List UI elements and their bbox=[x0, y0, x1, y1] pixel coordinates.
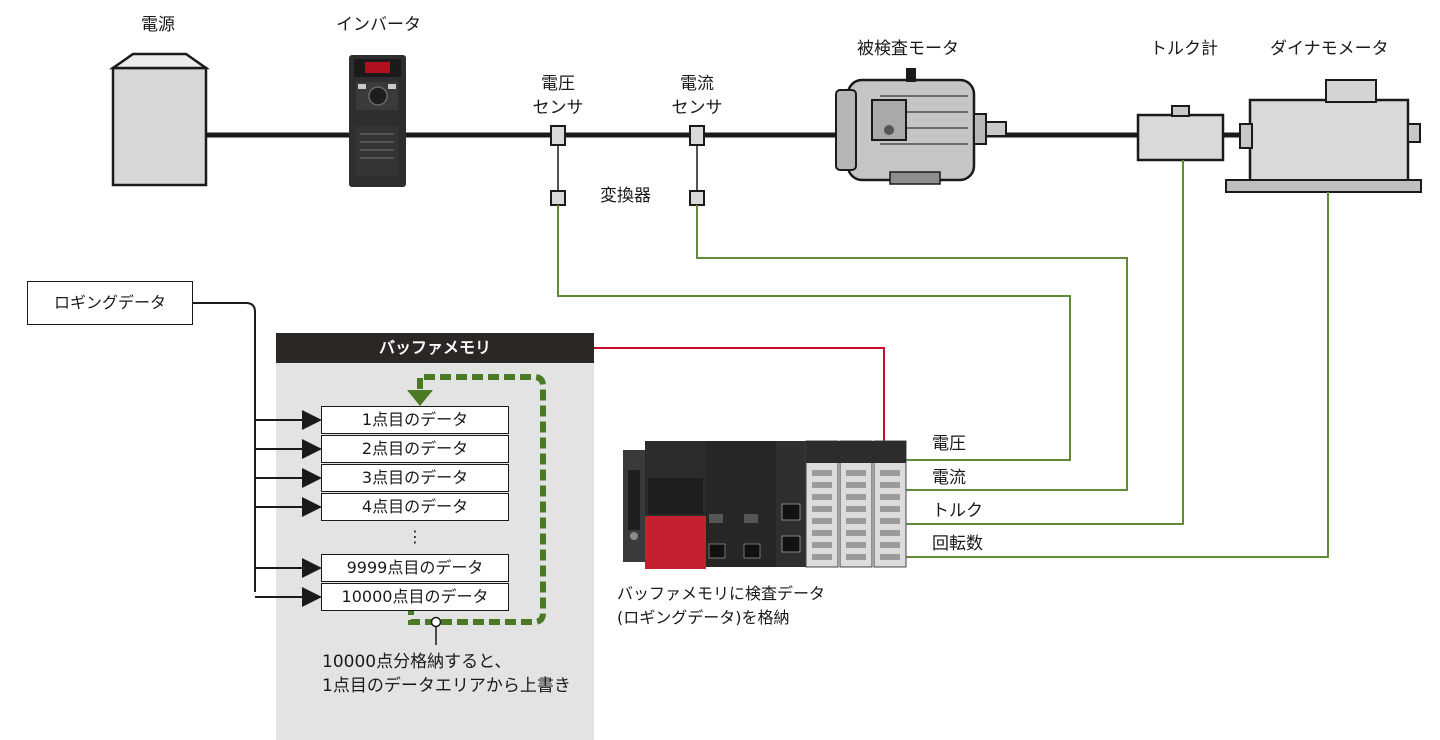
buffer-ellipsis: ⋮ bbox=[407, 527, 423, 546]
current-sensor-icon bbox=[689, 125, 705, 146]
inverter-label: インバータ bbox=[336, 15, 421, 35]
plc-unit-icon bbox=[623, 440, 907, 569]
motor-label: 被検査モータ bbox=[857, 39, 959, 59]
dynamometer-label: ダイナモメータ bbox=[1270, 39, 1389, 59]
buffer-slot: 9999点目のデータ bbox=[321, 554, 509, 582]
current-converter-icon bbox=[689, 190, 705, 206]
voltage-converter-icon bbox=[550, 190, 566, 206]
inverter-icon bbox=[349, 55, 406, 187]
buffer-slot: 10000点目のデータ bbox=[321, 583, 509, 611]
plc-input-rpm: 回転数 bbox=[932, 534, 983, 554]
buffer-slot: 1点目のデータ bbox=[321, 406, 509, 434]
plc-input-voltage: 電圧 bbox=[932, 434, 966, 454]
current-sensor-label: 電流 センサ bbox=[671, 74, 723, 118]
plc-input-torque: トルク bbox=[932, 501, 983, 521]
note-leader-dot bbox=[430, 616, 442, 628]
converter-label: 変換器 bbox=[600, 186, 651, 206]
overwrite-loop-arrowhead bbox=[407, 390, 433, 406]
overwrite-loop bbox=[408, 374, 546, 625]
rpm-signal-line bbox=[900, 192, 1329, 558]
buffer-slot: 3点目のデータ bbox=[321, 464, 509, 492]
torque-meter-label: トルク計 bbox=[1150, 39, 1218, 59]
plc-caption: バッファメモリに検査データ (ロギングデータ)を格納 bbox=[617, 584, 826, 627]
current-signal-line bbox=[696, 205, 1128, 491]
voltage-sensor-icon bbox=[550, 125, 566, 146]
buffer-memory-title: バッファメモリ bbox=[276, 333, 594, 363]
voltage-sensor-label: 電圧 センサ bbox=[532, 74, 584, 118]
power-supply-label: 電源 bbox=[141, 15, 175, 35]
logging-arrows bbox=[255, 410, 322, 607]
buffer-link-line bbox=[594, 347, 885, 446]
dynamometer-icon bbox=[1225, 79, 1422, 193]
voltage-signal-line bbox=[557, 205, 1071, 461]
overwrite-note: 10000点分格納すると、 1点目のデータエリアから上書き bbox=[322, 652, 571, 696]
torque-signal-line bbox=[900, 160, 1184, 525]
buffer-slot: 4点目のデータ bbox=[321, 493, 509, 521]
motor-icon bbox=[835, 68, 1007, 185]
torque-meter-icon bbox=[1136, 105, 1225, 162]
logging-data-box: ロギングデータ bbox=[27, 281, 193, 325]
buffer-slot: 2点目のデータ bbox=[321, 435, 509, 463]
plc-input-current: 電流 bbox=[932, 468, 966, 488]
power-supply-icon bbox=[109, 52, 210, 187]
logging-bracket bbox=[193, 302, 256, 592]
